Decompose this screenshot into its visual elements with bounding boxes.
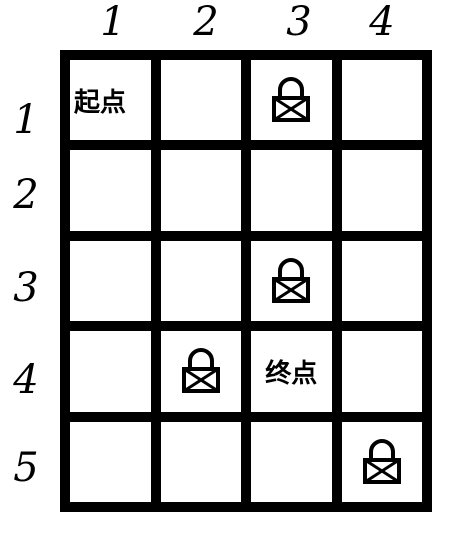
lock-icon	[362, 438, 401, 484]
column-label-4: 4	[369, 0, 395, 45]
start-label: 起点	[74, 88, 127, 118]
lock-icon	[272, 77, 311, 123]
grid-cell-r1-c2	[160, 60, 241, 141]
row-label-4: 4	[13, 357, 39, 403]
end-cell: 终点	[251, 331, 332, 412]
grid-cell-r5-c3	[251, 421, 332, 502]
lock-icon	[272, 258, 311, 303]
row-label-5: 5	[13, 445, 39, 491]
grid-cell-r2-c2	[160, 150, 241, 231]
start-cell: 起点	[70, 60, 151, 141]
grid-cell-r5-c2	[160, 421, 241, 502]
column-label-2: 2	[193, 0, 219, 45]
grid-cell-r1-c4	[341, 60, 422, 141]
grid-cell-r2-c3	[251, 150, 332, 231]
end-label: 终点	[265, 358, 318, 389]
grid-cell-r3-c1	[70, 240, 151, 322]
row-label-1: 1	[13, 97, 39, 143]
locked-cell	[251, 60, 332, 141]
column-label-1: 1	[100, 0, 126, 45]
grid-cell-r3-c2	[160, 240, 241, 322]
grid-cell-r3-c4	[341, 240, 422, 322]
lock-icon	[181, 348, 220, 394]
grid-cell-r5-c1	[70, 421, 151, 502]
grid-cell-r2-c4	[341, 150, 422, 231]
locked-cell	[160, 331, 241, 412]
grid-cell-r2-c1	[70, 150, 151, 231]
locked-cell	[341, 421, 422, 502]
locked-cell	[251, 240, 332, 322]
grid-cell-r4-c1	[70, 331, 151, 412]
grid-cell-r4-c4	[341, 331, 422, 412]
map-grid: 起点终点	[60, 50, 432, 512]
row-label-3: 3	[13, 265, 39, 311]
column-label-3: 3	[286, 0, 312, 45]
row-label-2: 2	[13, 172, 39, 218]
